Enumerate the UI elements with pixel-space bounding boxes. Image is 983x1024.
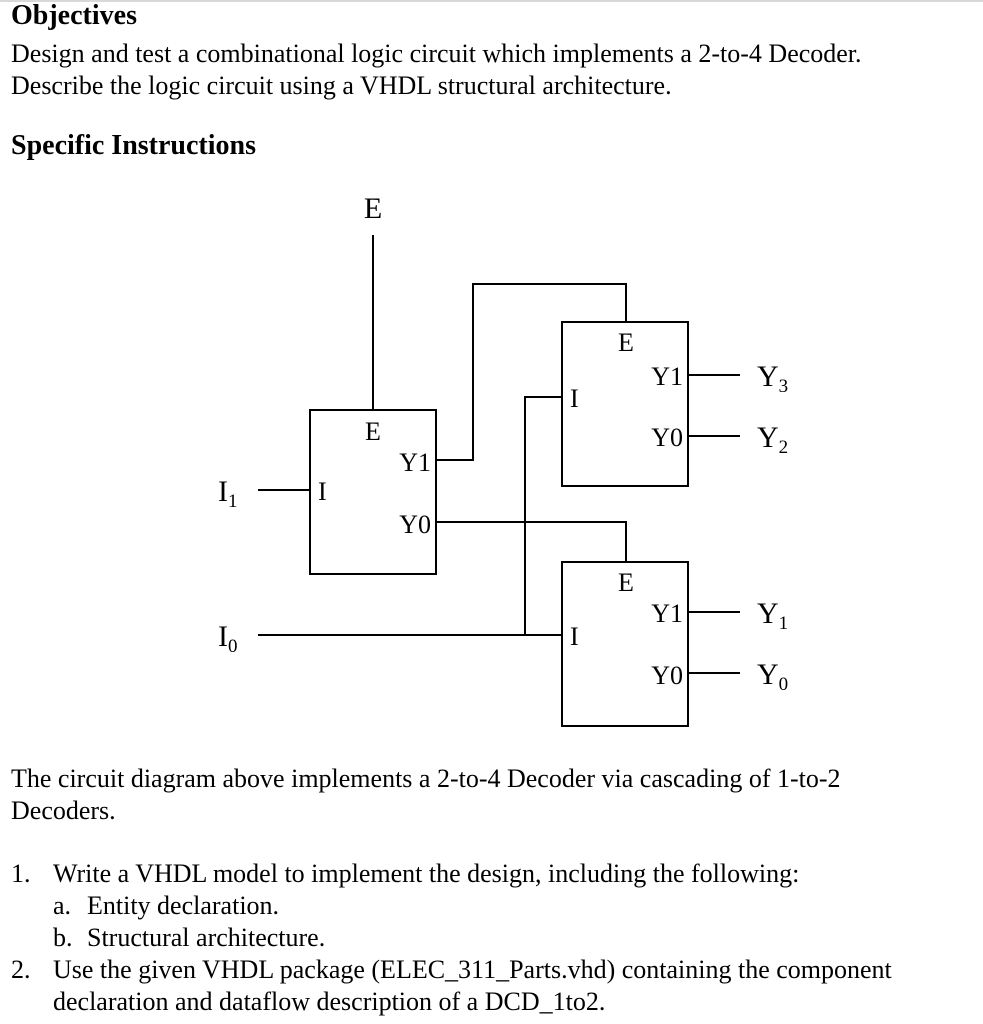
label-enable-e: E [364,192,382,225]
objectives-heading: Objectives [11,0,137,31]
label-input-i1: I1 [218,475,238,512]
instruction-item-1a: a.Entity declaration. [53,891,280,920]
left-port-i: I [318,477,327,506]
page-top-border [0,0,983,2]
left-port-e: E [365,417,381,446]
top-port-y1: Y1 [651,362,683,391]
label-input-i0: I0 [218,620,238,657]
caption-line-2: Decoders. [11,796,116,825]
left-port-y0: Y0 [399,510,431,539]
wire-y1-to-top-e [436,283,627,461]
decoder-top-right-box [561,321,689,487]
top-port-y0: Y0 [651,423,683,452]
objectives-line-1: Design and test a combinational logic ci… [11,39,862,68]
specific-instructions-heading: Specific Instructions [11,130,256,161]
left-port-y1: Y1 [399,448,431,477]
wire-y0-to-bottom-e [436,521,627,562]
decoder-left-box [309,409,437,575]
label-output-y3: Y3 [757,360,788,397]
instruction-item-2: 2.Use the given VHDL package (ELEC_311_P… [11,955,892,984]
label-output-y2: Y2 [757,421,788,458]
wires [258,235,740,674]
decoder-bottom-right-box [561,561,689,727]
top-port-e: E [618,328,634,357]
top-port-i: I [570,384,579,413]
decoder-circuit-diagram: E E I Y1 Y0 E I Y1 Y0 E I Y1 Y0 I1 I0 Y3… [218,192,788,727]
objectives-line-2: Describe the logic circuit using a VHDL … [11,71,672,100]
instruction-item-2-cont: declaration and dataflow description of … [53,987,606,1016]
caption-line-1: The circuit diagram above implements a 2… [11,764,841,793]
bottom-port-i: I [570,622,579,651]
bottom-port-y0: Y0 [651,661,683,690]
bottom-port-y1: Y1 [651,599,683,628]
instruction-item-1: 1.Write a VHDL model to implement the de… [11,859,800,888]
instruction-item-1b: b.Structural architecture. [53,923,326,952]
label-output-y1: Y1 [757,597,788,634]
wire-i-bus [524,396,562,635]
label-output-y0: Y0 [757,658,788,695]
bottom-port-e: E [618,568,634,597]
